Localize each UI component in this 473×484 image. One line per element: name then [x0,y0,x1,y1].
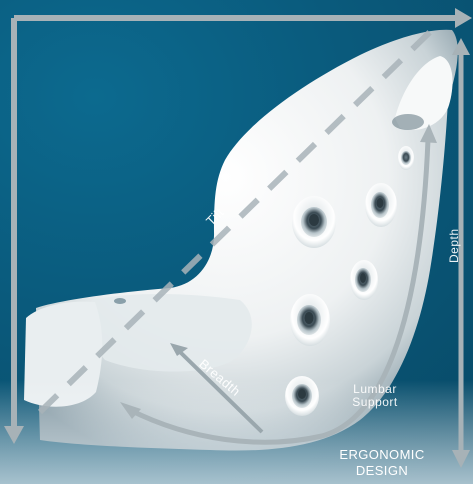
title-line1: ERGONOMIC [326,447,438,463]
ergonomic-design-title: ERGONOMIC DESIGN [326,447,438,479]
lumbar-label-line2: Support [337,396,413,409]
title-line2: DESIGN [326,463,438,479]
massage-node-icon [292,196,336,248]
depth-label: Depth [447,228,461,263]
massage-node-icon [285,376,319,416]
arrow-icon [455,8,472,28]
massage-node-icon [365,183,397,227]
massage-node-icon [350,260,378,300]
seat-recess [88,294,252,372]
massage-node-icon [290,294,330,346]
lumbar-support-label: Lumbar Support [337,383,413,409]
screw-icon [114,298,126,304]
massage-node-icon [398,146,414,170]
